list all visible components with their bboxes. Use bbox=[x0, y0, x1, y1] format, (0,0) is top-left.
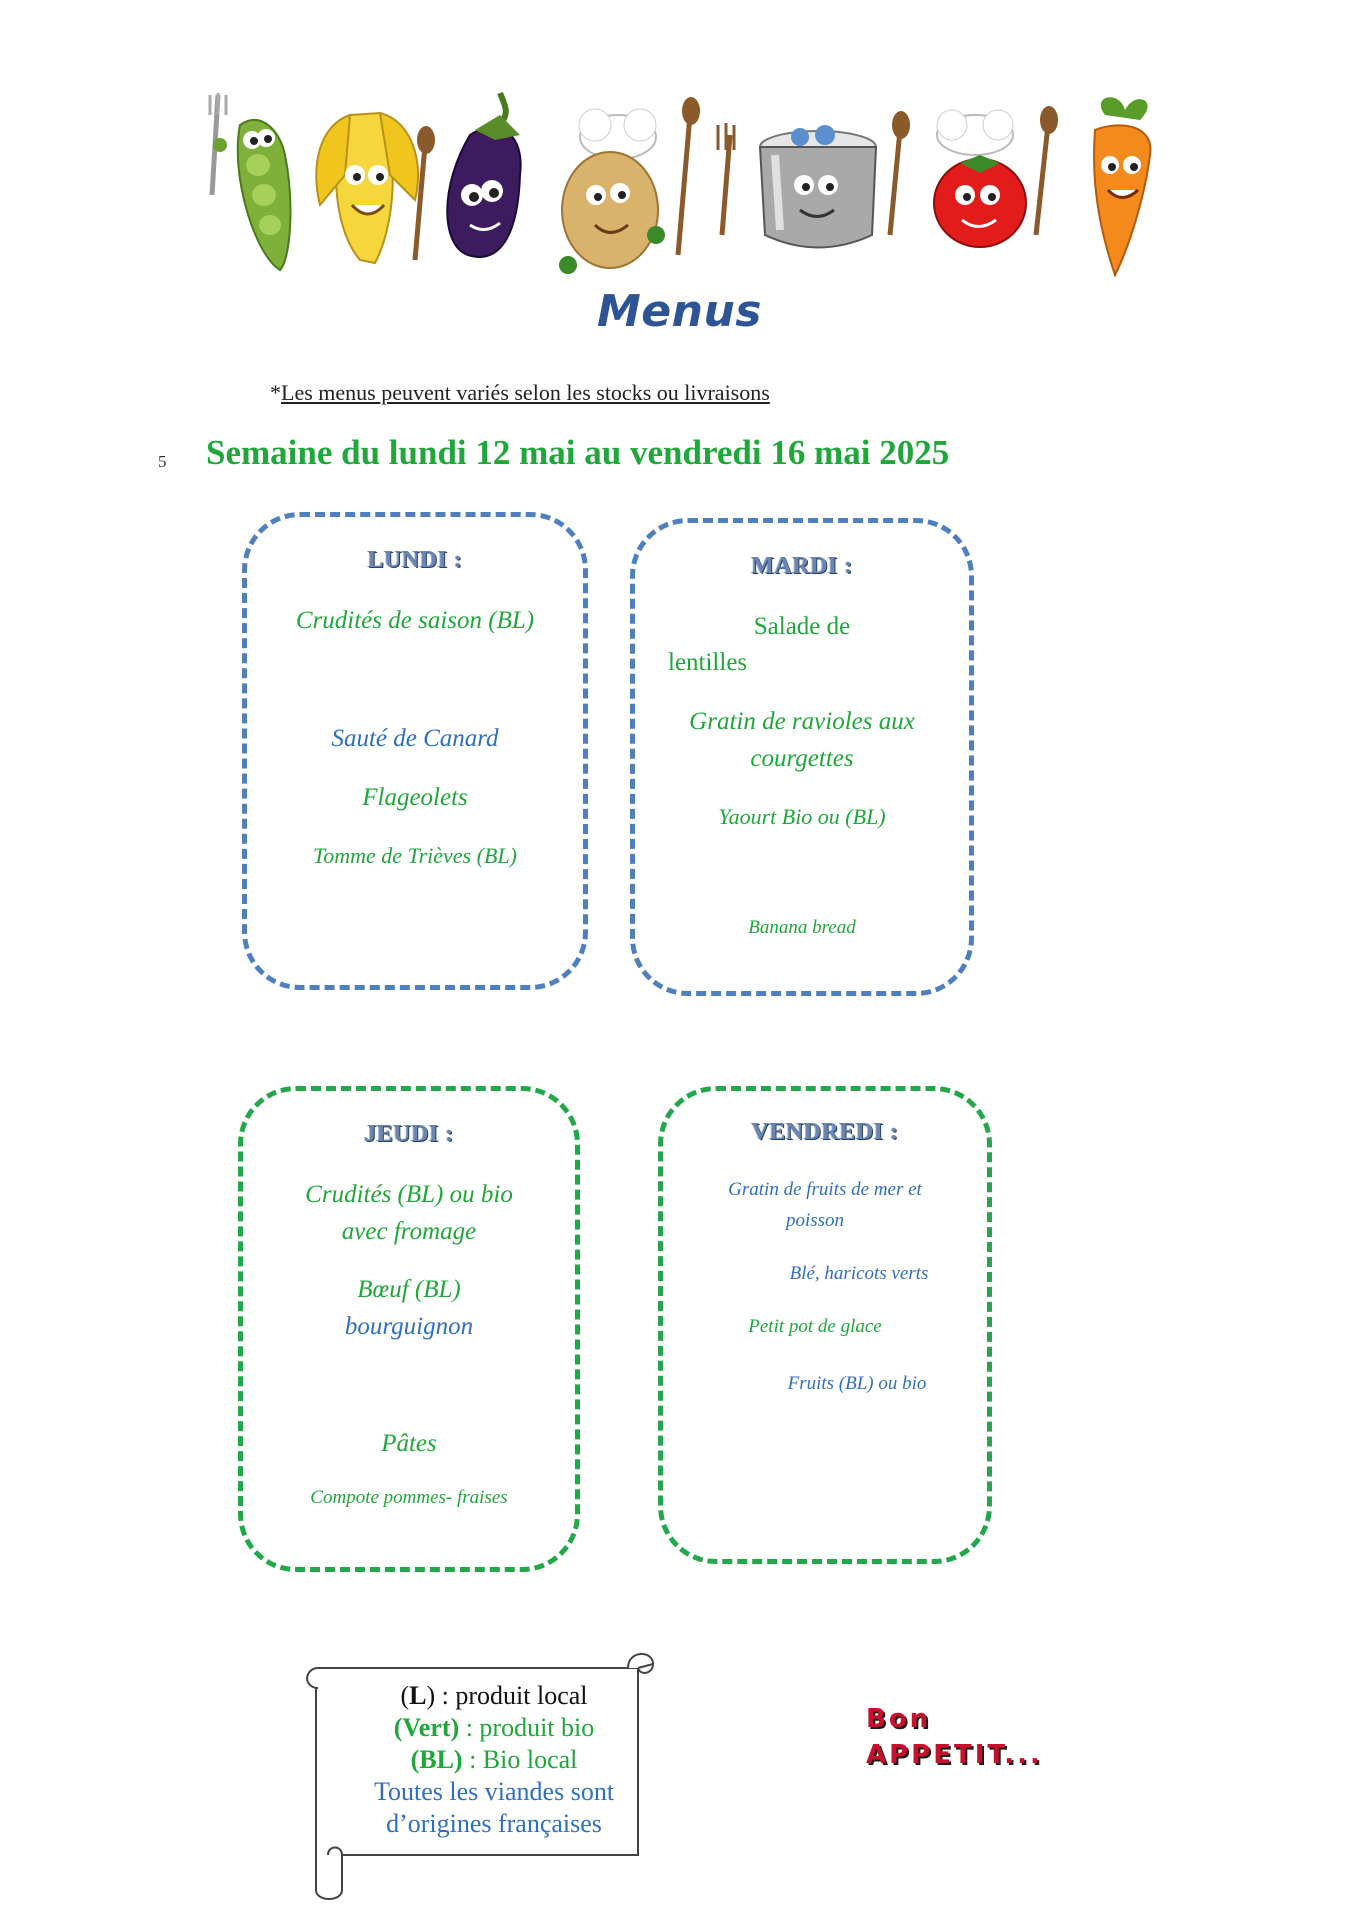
menu-item: Blé, haricots verts bbox=[789, 1263, 929, 1284]
menu-item: Yaourt Bio ou (BL) bbox=[718, 804, 886, 829]
menu-disclaimer: *Les menus peuvent variés selon les stoc… bbox=[270, 380, 770, 406]
tomato-chef-icon bbox=[933, 106, 1058, 248]
menu-item: Salade de bbox=[753, 613, 851, 640]
disclaimer-asterisk: * bbox=[270, 380, 281, 405]
bon-appetit-line2: APPETIT... bbox=[866, 1740, 1043, 1770]
pea-pod-icon bbox=[208, 93, 292, 272]
day-label-vendredi: VENDREDI : bbox=[751, 1119, 899, 1145]
day-label-jeudi: JEUDI : bbox=[364, 1121, 454, 1147]
menu-item: Flageolets bbox=[362, 784, 468, 811]
menu-item: bourguignon bbox=[344, 1313, 474, 1340]
bon-appetit-wordart: Bon APPETIT... bbox=[862, 1702, 1122, 1792]
week-heading: Semaine du lundi 12 mai au vendredi 16 m… bbox=[206, 433, 950, 472]
potato-chef-icon bbox=[559, 97, 700, 274]
vegetable-banner bbox=[208, 91, 1152, 278]
menu-box-jeudi: JEUDI : Crudités (BL) ou bio avec fromag… bbox=[238, 1086, 580, 1572]
page-title: Menus bbox=[597, 286, 762, 337]
menu-item: Gratin de ravioles aux bbox=[689, 708, 915, 735]
disclaimer-text: Les menus peuvent variés selon les stock… bbox=[281, 380, 770, 405]
menu-item: Pâtes bbox=[381, 1430, 437, 1457]
bon-appetit-line1: Bon bbox=[866, 1704, 932, 1734]
legend-scroll bbox=[306, 1653, 655, 1900]
menu-box-vendredi: VENDREDI : Gratin de fruits de mer et po… bbox=[658, 1086, 992, 1564]
menu-item: Sauté de Canard bbox=[331, 725, 499, 752]
menu-box-lundi: LUNDI : Crudités de saison (BL) Sauté de… bbox=[242, 512, 588, 990]
legend-local: (L) : produit local bbox=[400, 1681, 588, 1710]
menu-item: Compote pommes- fraises bbox=[310, 1487, 508, 1508]
menu-box-mardi: MARDI : Salade de lentilles Gratin de ra… bbox=[630, 518, 974, 996]
menu-item: Crudités de saison (BL) bbox=[295, 607, 535, 634]
day-label-lundi: LUNDI : bbox=[367, 547, 463, 573]
menu-item: Petit pot de glace bbox=[748, 1316, 882, 1337]
menu-item: Gratin de fruits de mer et bbox=[728, 1179, 922, 1200]
legend-bio-local: (BL) : Bio local bbox=[410, 1745, 578, 1774]
menu-item: avec fromage bbox=[341, 1218, 477, 1245]
cooking-pot-icon bbox=[716, 111, 910, 249]
page-number: 5 bbox=[158, 452, 167, 471]
menu-item: Bœuf (BL) bbox=[357, 1276, 461, 1303]
eggplant-icon bbox=[446, 91, 522, 258]
menu-item: Tomme de Trièves (BL) bbox=[313, 843, 517, 868]
legend-text: (L) : produit local (Vert) : produit bio… bbox=[334, 1680, 654, 1840]
menu-item: Crudités (BL) ou bio bbox=[305, 1181, 513, 1208]
legend-meat-origin-1: Toutes les viandes sont bbox=[373, 1777, 615, 1806]
menu-item: lentilles bbox=[668, 649, 748, 676]
carrot-icon bbox=[1093, 97, 1152, 278]
menu-item: poisson bbox=[785, 1210, 845, 1231]
menu-item: Fruits (BL) ou bio bbox=[787, 1373, 927, 1394]
menu-item: courgettes bbox=[750, 745, 854, 772]
legend-bio: (Vert) : produit bio bbox=[393, 1713, 595, 1742]
day-label-mardi: MARDI : bbox=[751, 553, 853, 579]
menu-item: Banana bread bbox=[748, 917, 856, 938]
banana-icon bbox=[315, 111, 435, 265]
legend-meat-origin-2: d’origines françaises bbox=[386, 1809, 602, 1838]
